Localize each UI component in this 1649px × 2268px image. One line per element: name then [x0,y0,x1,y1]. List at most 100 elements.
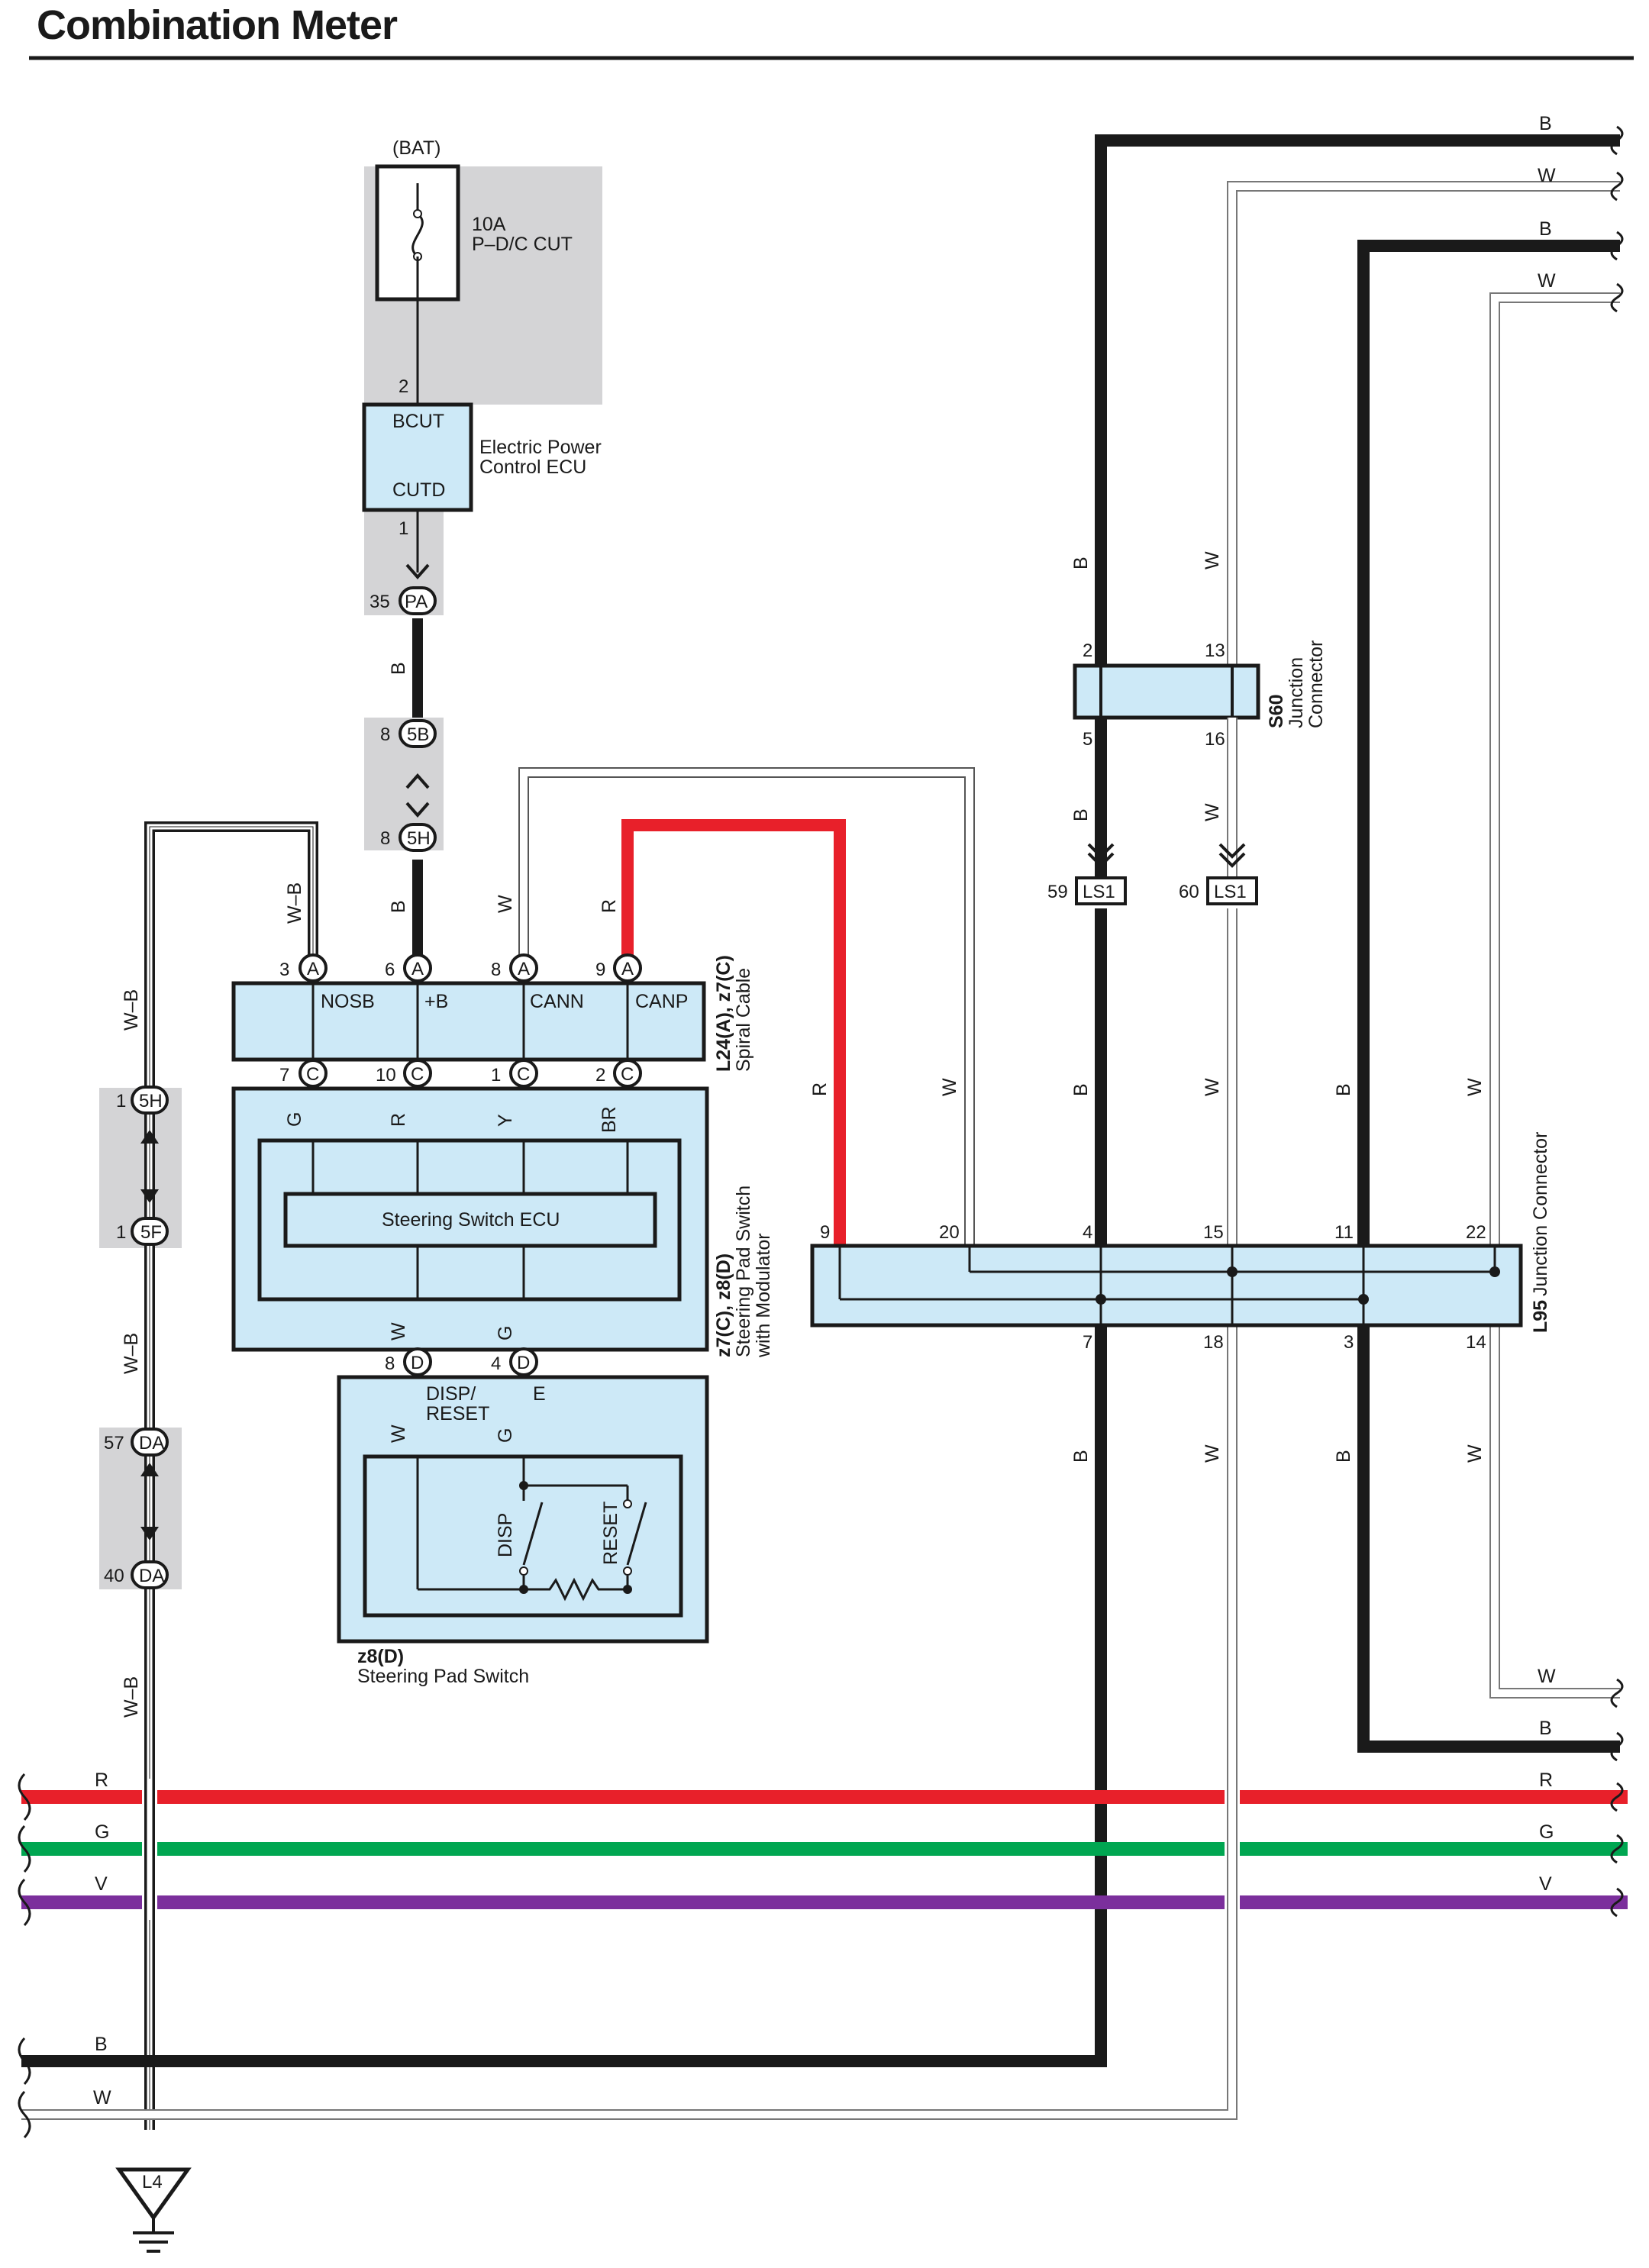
l95-pin-20: 20 [939,1222,960,1243]
pa-code: PA [405,592,428,612]
spiral-id: L24(A), z7(C) [713,955,734,1072]
ecu-pin-bottom: 1 [399,518,408,539]
module-code-8: D [411,1353,424,1373]
svg-text:B: B [1333,1450,1354,1463]
svg-text:B: B [388,662,409,675]
pad-switch-name: Steering Pad Switch [357,1666,529,1687]
spiral-bpin-1: 7 [279,1065,289,1086]
s60-id: S60 [1266,695,1287,728]
term-canp: CANP [635,991,688,1012]
s60-pin-2: 2 [1083,640,1092,661]
l95-pin-3: 3 [1344,1332,1354,1353]
wire-right-b2 [1357,240,1620,1753]
svg-text:R: R [95,1770,108,1791]
spiral-cable [231,981,706,1062]
steering-pad-switch [337,1375,709,1644]
spiral-code-3: A [518,959,530,979]
switch-reset-label: RESET [600,1502,621,1565]
svg-text:V: V [1539,1873,1552,1895]
term-nosb: NOSB [321,991,375,1012]
wire-right-w2 [1489,292,1620,1699]
svg-text:R: R [388,1113,409,1127]
svg-text:B: B [1333,1083,1354,1096]
svg-text:G: G [495,1326,516,1340]
ls1-boxes [1075,876,1258,905]
svg-text:B: B [1539,1718,1552,1739]
da-top-code: DA [139,1433,164,1453]
l95-pin-18: 18 [1203,1332,1224,1353]
term-plus-b: +B [424,991,448,1012]
l95-pin-22: 22 [1466,1222,1486,1243]
spiral-bpin-4: 2 [595,1065,605,1086]
svg-text:R: R [809,1082,831,1096]
svg-text:W: W [1202,551,1223,569]
spiral-pin-2: 6 [385,960,395,980]
da-bottom-code: DA [139,1566,164,1586]
s60-pin-16: 16 [1205,729,1225,750]
svg-text:B: B [1070,557,1092,569]
steering-switch-ecu-label: Steering Switch ECU [382,1209,560,1231]
spiral-bcode-1: C [306,1064,319,1085]
ls1-pin-60: 60 [1179,882,1199,902]
f5-left-pin: 1 [116,1222,126,1243]
l95-pin-11: 11 [1334,1222,1354,1243]
h5-left-pin: 1 [116,1091,126,1111]
svg-text:G: G [95,1821,109,1843]
spiral-code-2: A [411,959,424,979]
pad-term-e: E [533,1383,546,1405]
pad-term-reset: RESET [426,1403,489,1424]
spiral-bpin-3: 1 [491,1065,501,1086]
module-pin-8: 8 [385,1353,395,1374]
spiral-pin-4: 9 [595,960,605,980]
svg-text:BR: BR [599,1106,620,1133]
svg-text:W: W [939,1078,960,1096]
fuse-name: P–D/C CUT [472,234,573,255]
switch-disp-label: DISP [495,1513,516,1557]
svg-text:W: W [1202,1078,1223,1096]
svg-text:R: R [599,899,620,913]
wire-wb [144,821,318,2130]
module-pin-4: 4 [491,1353,501,1374]
l95-name: Junction Connector [1530,1132,1551,1296]
svg-text:W: W [388,1424,409,1443]
wire-canp-r [621,819,846,1246]
svg-text:B: B [1070,1450,1092,1463]
l95-pin-15: 15 [1203,1222,1224,1243]
spiral-pin-1: 3 [279,960,289,980]
h5-left-code: 5H [139,1091,163,1111]
svg-text:W: W [93,2087,111,2108]
svg-text:W–B: W–B [284,882,305,924]
fuse-rating: 10A [472,214,506,235]
bat-label: (BAT) [392,137,440,159]
pad-switch-id: z8(D) [357,1646,404,1667]
module-code-4: D [517,1353,530,1373]
wire-crossings [144,1779,1238,1920]
pin-circles [298,953,642,1376]
wire-right-w1 [21,181,1620,2120]
s60-pin-5: 5 [1083,729,1092,750]
bus-lines [21,1786,1628,1912]
spiral-bcode-3: C [517,1064,530,1085]
steering-pad-module [231,1086,709,1352]
ecu-term-bcut: BCUT [392,411,444,432]
b5-code: 5B [407,724,429,745]
s60-wires [1095,627,1238,855]
svg-text:W: W [1464,1078,1486,1096]
l95-pin-7: 7 [1083,1332,1092,1353]
svg-text:B: B [95,2034,108,2055]
h5-pin: 8 [380,828,390,849]
ls1-code-60: LS1 [1214,882,1247,902]
l95-pin-4: 4 [1083,1222,1092,1243]
s60-name-1: Junction [1286,657,1307,728]
svg-text:B: B [1539,113,1552,134]
l95-id: L95 [1530,1300,1551,1333]
svg-text:B: B [1070,808,1092,821]
b5-pin: 8 [380,724,390,745]
svg-text:W: W [1202,803,1223,821]
connector-pills [131,586,437,1589]
term-cann: CANN [530,991,584,1012]
svg-text:B: B [1070,1083,1092,1096]
svg-text:W–B: W–B [121,1333,142,1374]
f5-left-code: 5F [140,1222,162,1243]
svg-text:W: W [388,1322,409,1340]
